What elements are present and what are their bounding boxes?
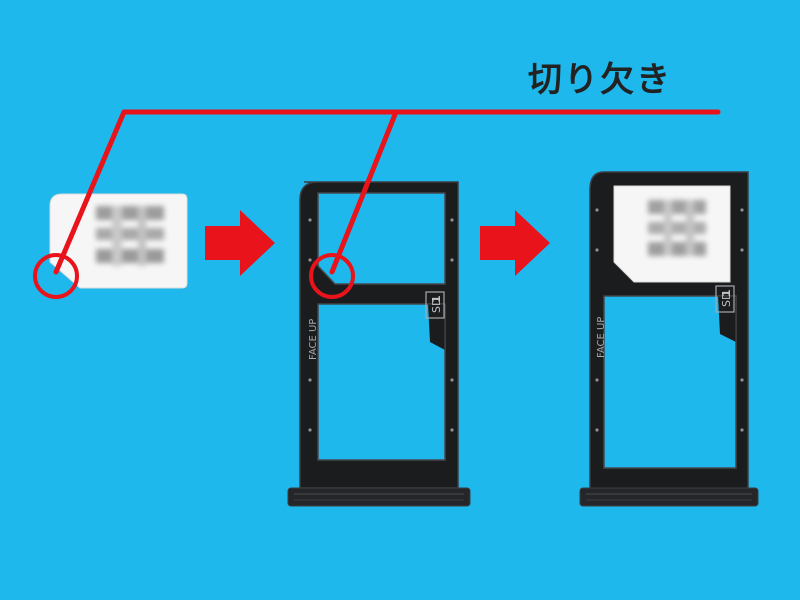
- tray-slot-number: 1: [430, 295, 443, 303]
- sim-tray-with-card: SD 1 FACE UP: [579, 171, 759, 507]
- tray-sd-label: SD: [720, 292, 733, 307]
- notch-callout: [33, 109, 721, 299]
- tray-slot-number: 1: [720, 289, 733, 297]
- notch-highlight-circle: [309, 253, 355, 299]
- callout-line: [329, 109, 399, 275]
- arrow-right-icon: [205, 210, 275, 276]
- arrow-right-icon: [480, 210, 550, 276]
- tray-face-up-label: FACE UP: [596, 317, 607, 358]
- tray-face-up-label: FACE UP: [308, 319, 319, 360]
- notch-label: 切り欠き: [528, 60, 672, 100]
- sim-tray-empty: SD 1 FACE UP: [287, 181, 471, 507]
- sim-card-print-blurred: [96, 206, 164, 266]
- callout-line: [53, 109, 721, 275]
- notch-highlight-circle: [33, 253, 79, 299]
- sim-card: [49, 193, 188, 289]
- seated-sim-print-blurred: [648, 200, 706, 256]
- tray-sd-label: SD: [430, 298, 443, 313]
